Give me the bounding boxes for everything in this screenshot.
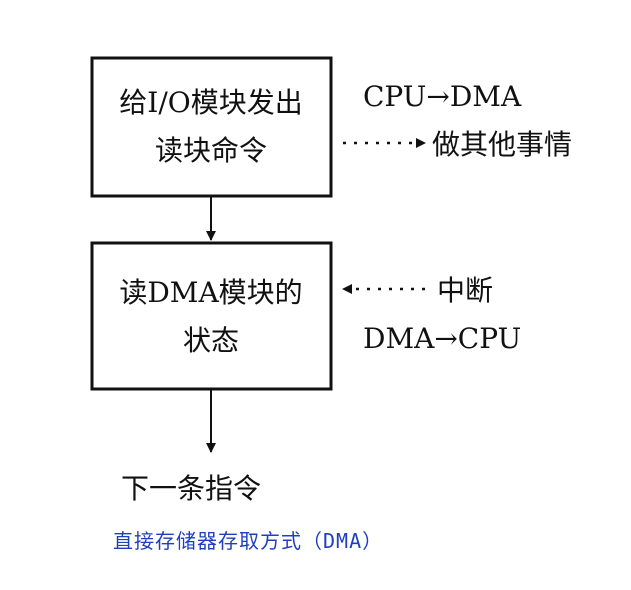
label-do-other-things: 做其他事情 [432,128,572,161]
label-next-instruction: 下一条指令 [121,472,261,505]
diagram-caption: 直接存储器存取方式（DMA） [113,529,384,553]
box1-line1: 给I/O模块发出 [119,86,302,119]
step-box-read-dma-status [90,241,333,391]
label-cpu-to-dma: CPU→DMA [363,80,522,113]
box2-line1: 读DMA模块的 [119,276,302,309]
label-dma-to-cpu: DMA→CPU [363,322,521,355]
label-interrupt: 中断 [437,274,493,307]
step-box-issue-read-command [90,56,333,198]
box2-line2: 状态 [183,324,239,357]
box1-line2: 读块命令 [155,134,267,167]
